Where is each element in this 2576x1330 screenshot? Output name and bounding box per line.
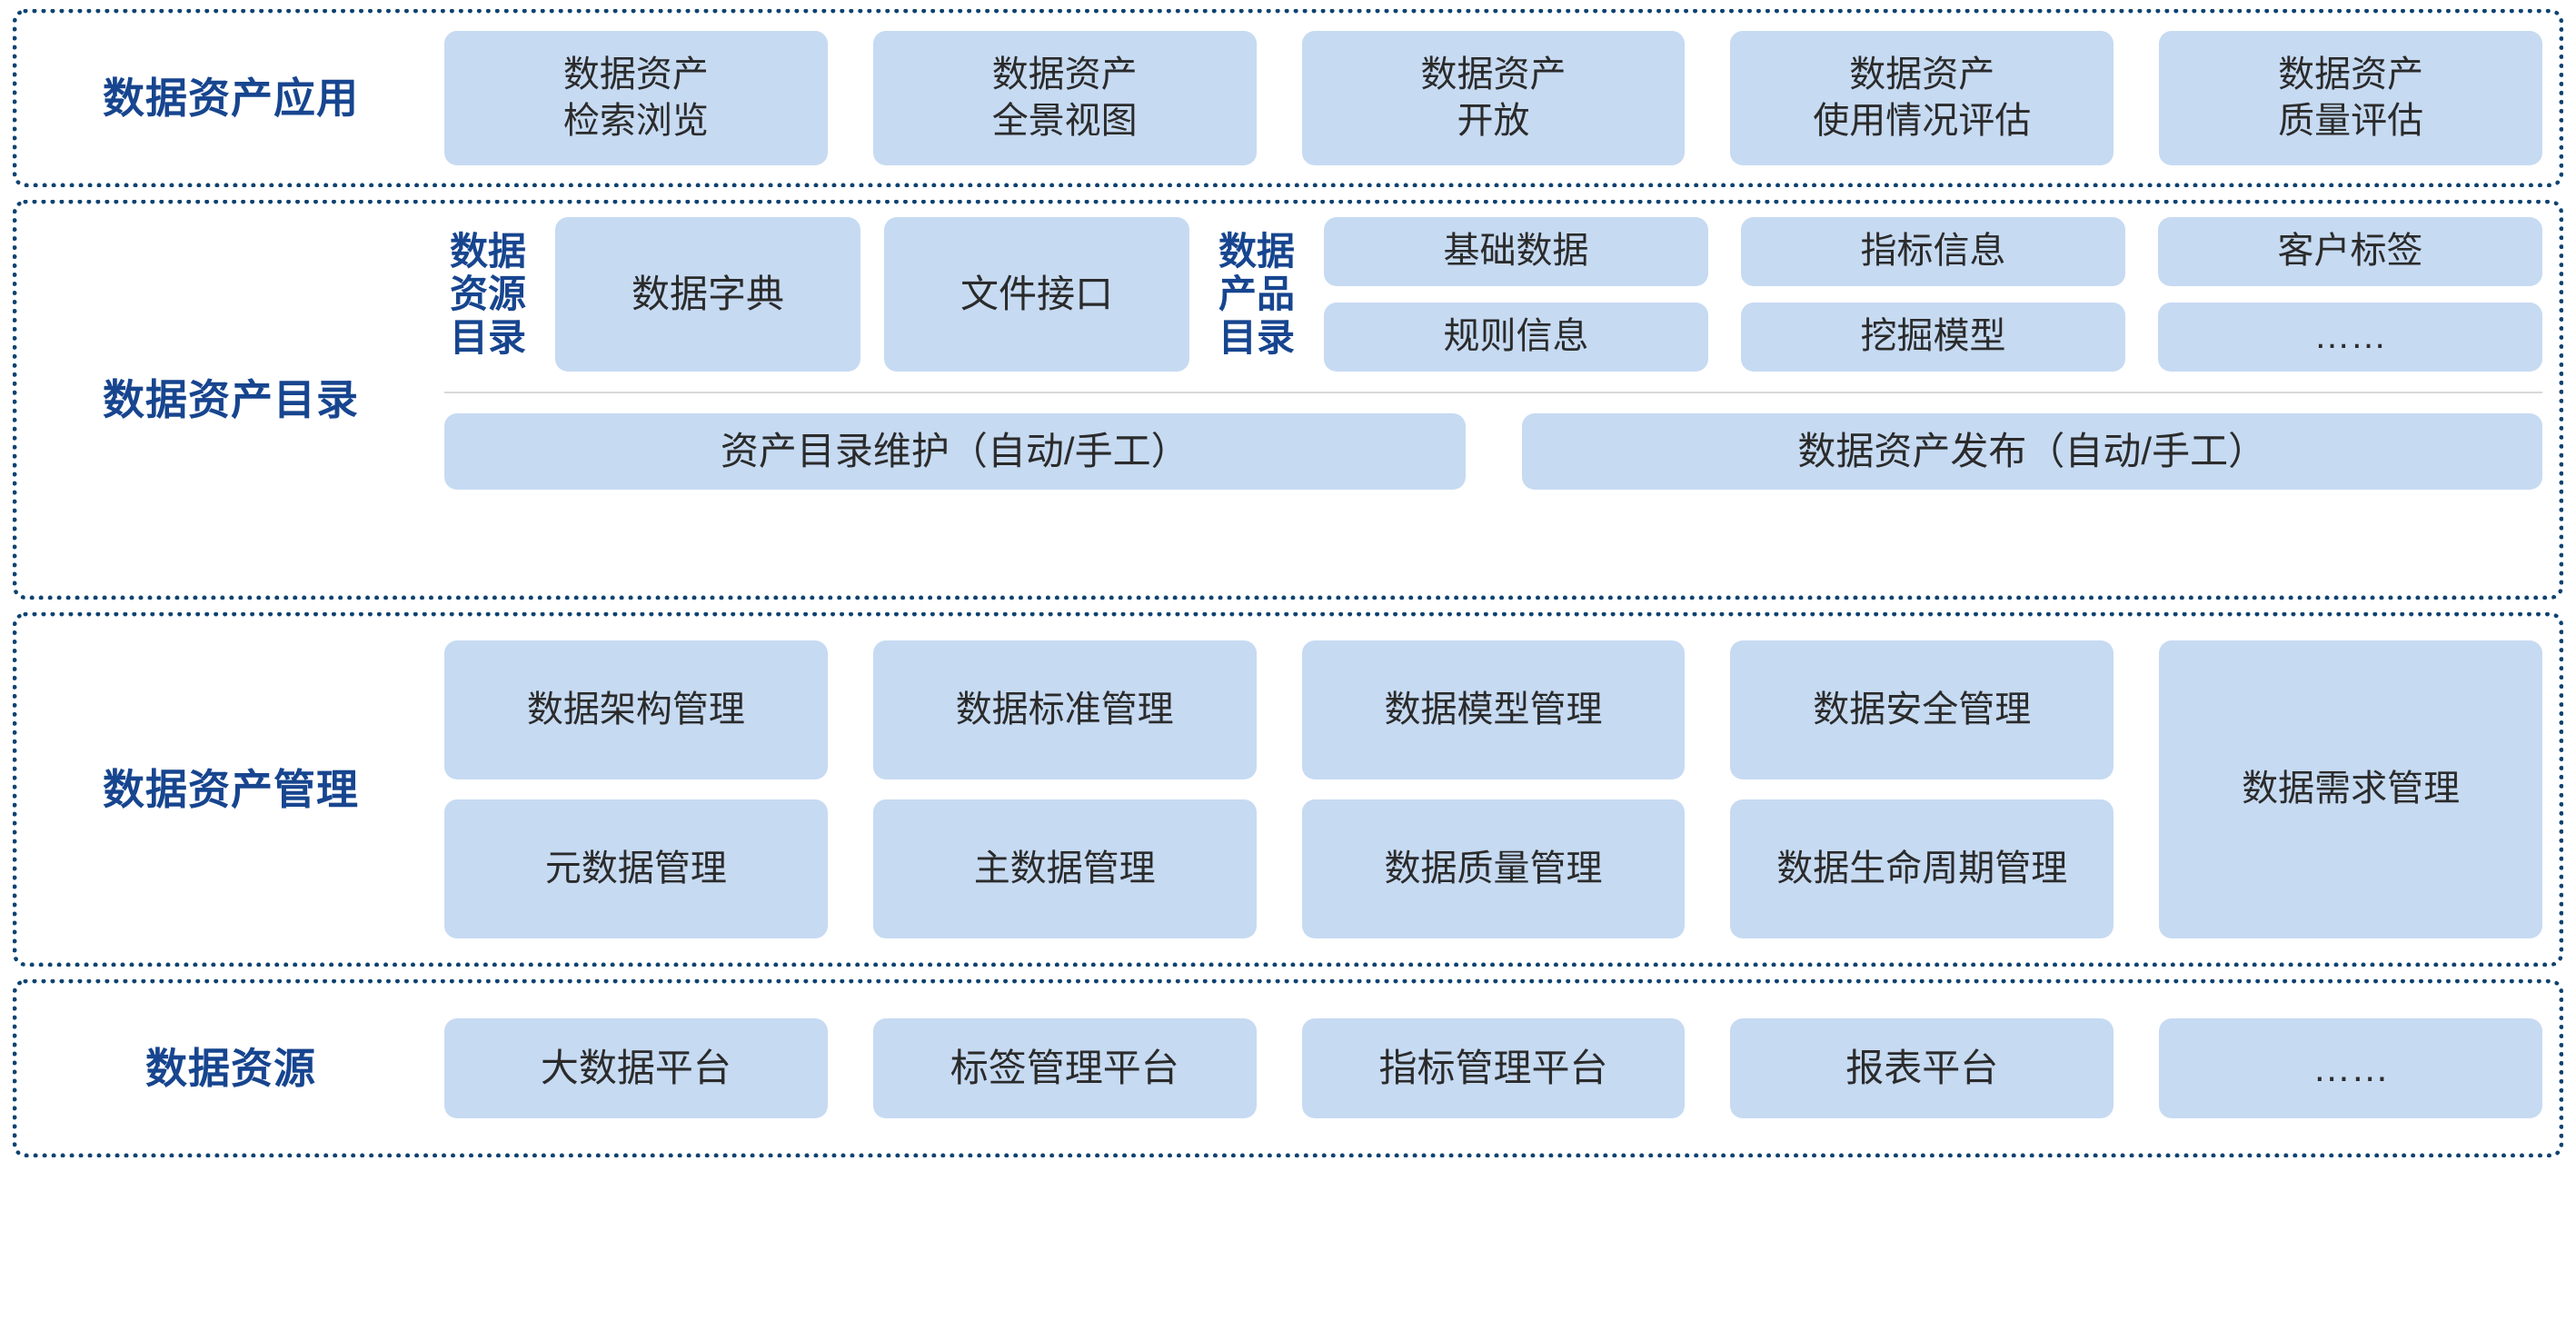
card-asset-usage-assessment[interactable]: 数据资产 使用情况评估 [1730, 31, 2114, 165]
catalog-top-row: 数据 资源 目录 数据字典 文件接口 数据 产品 目录 基础数据 指标信息 客户… [444, 217, 2542, 372]
card-report-platform[interactable]: 报表平台 [1730, 1018, 2114, 1118]
card-master-data-management[interactable]: 主数据管理 [872, 799, 1257, 938]
card-data-dictionary[interactable]: 数据字典 [555, 217, 860, 372]
card-indicator-info[interactable]: 指标信息 [1741, 217, 2125, 286]
card-data-quality-management[interactable]: 数据质量管理 [1301, 799, 1686, 938]
band-body-application: 数据资产 检索浏览 数据资产 全景视图 数据资产 开放 数据资产 使用情况评估 … [444, 14, 2559, 183]
label-data-product-catalog: 数据 产品 目录 [1218, 230, 1295, 359]
card-bigdata-platform[interactable]: 大数据平台 [444, 1018, 828, 1118]
card-data-requirement-management[interactable]: 数据需求管理 [2159, 640, 2542, 938]
band-title-catalog: 数据资产目录 [103, 375, 359, 423]
band-title-resource: 数据资源 [145, 1044, 316, 1092]
card-file-interface[interactable]: 文件接口 [884, 217, 1189, 372]
card-product-ellipsis[interactable]: …… [2158, 303, 2542, 372]
card-asset-search-browse[interactable]: 数据资产 检索浏览 [444, 31, 828, 165]
catalog-product-grid: 基础数据 指标信息 客户标签 规则信息 挖掘模型 …… [1324, 217, 2542, 372]
card-customer-tag[interactable]: 客户标签 [2158, 217, 2542, 286]
band-title-application: 数据资产应用 [103, 74, 359, 122]
band-body-catalog: 数据 资源 目录 数据字典 文件接口 数据 产品 目录 基础数据 指标信息 客户… [444, 204, 2559, 595]
band-data-asset-catalog: 数据资产目录 数据 资源 目录 数据字典 文件接口 数据 产品 目录 基础数据 … [13, 200, 2563, 600]
band-body-resource: 大数据平台 标签管理平台 指标管理平台 报表平台 …… [444, 984, 2559, 1153]
band-body-management: 数据架构管理 数据标准管理 数据模型管理 数据安全管理 数据需求管理 元数据管理… [444, 617, 2559, 962]
card-data-lifecycle-management[interactable]: 数据生命周期管理 [1730, 799, 2114, 938]
band-title-management: 数据资产管理 [103, 765, 359, 813]
card-catalog-maintenance[interactable]: 资产目录维护（自动/手工） [444, 413, 1466, 490]
card-asset-quality-assessment[interactable]: 数据资产 质量评估 [2159, 31, 2542, 165]
card-rule-info[interactable]: 规则信息 [1324, 303, 1708, 372]
card-data-model-management[interactable]: 数据模型管理 [1301, 640, 1686, 779]
card-basic-data[interactable]: 基础数据 [1324, 217, 1708, 286]
card-tag-management-platform[interactable]: 标签管理平台 [872, 1018, 1257, 1118]
card-mining-model[interactable]: 挖掘模型 [1741, 303, 2125, 372]
band-data-resource: 数据资源 大数据平台 标签管理平台 指标管理平台 报表平台 …… [13, 979, 2563, 1157]
card-asset-open[interactable]: 数据资产 开放 [1301, 31, 1686, 165]
card-data-security-management[interactable]: 数据安全管理 [1730, 640, 2114, 779]
card-resource-ellipsis[interactable]: …… [2159, 1018, 2542, 1118]
band-data-asset-management: 数据资产管理 数据架构管理 数据标准管理 数据模型管理 数据安全管理 数据需求管… [13, 612, 2563, 967]
card-asset-publish[interactable]: 数据资产发布（自动/手工） [1521, 413, 2542, 490]
label-data-resource-catalog: 数据 资源 目录 [449, 230, 526, 359]
card-metadata-management[interactable]: 元数据管理 [444, 799, 828, 938]
card-indicator-management-platform[interactable]: 指标管理平台 [1301, 1018, 1686, 1118]
catalog-divider [444, 392, 2542, 393]
card-data-architecture-management[interactable]: 数据架构管理 [444, 640, 828, 779]
band-data-asset-application: 数据资产应用 数据资产 检索浏览 数据资产 全景视图 数据资产 开放 数据资产 … [13, 9, 2563, 187]
card-asset-panorama-view[interactable]: 数据资产 全景视图 [872, 31, 1257, 165]
card-data-standard-management[interactable]: 数据标准管理 [872, 640, 1257, 779]
catalog-bottom-row: 资产目录维护（自动/手工） 数据资产发布（自动/手工） [444, 413, 2542, 490]
